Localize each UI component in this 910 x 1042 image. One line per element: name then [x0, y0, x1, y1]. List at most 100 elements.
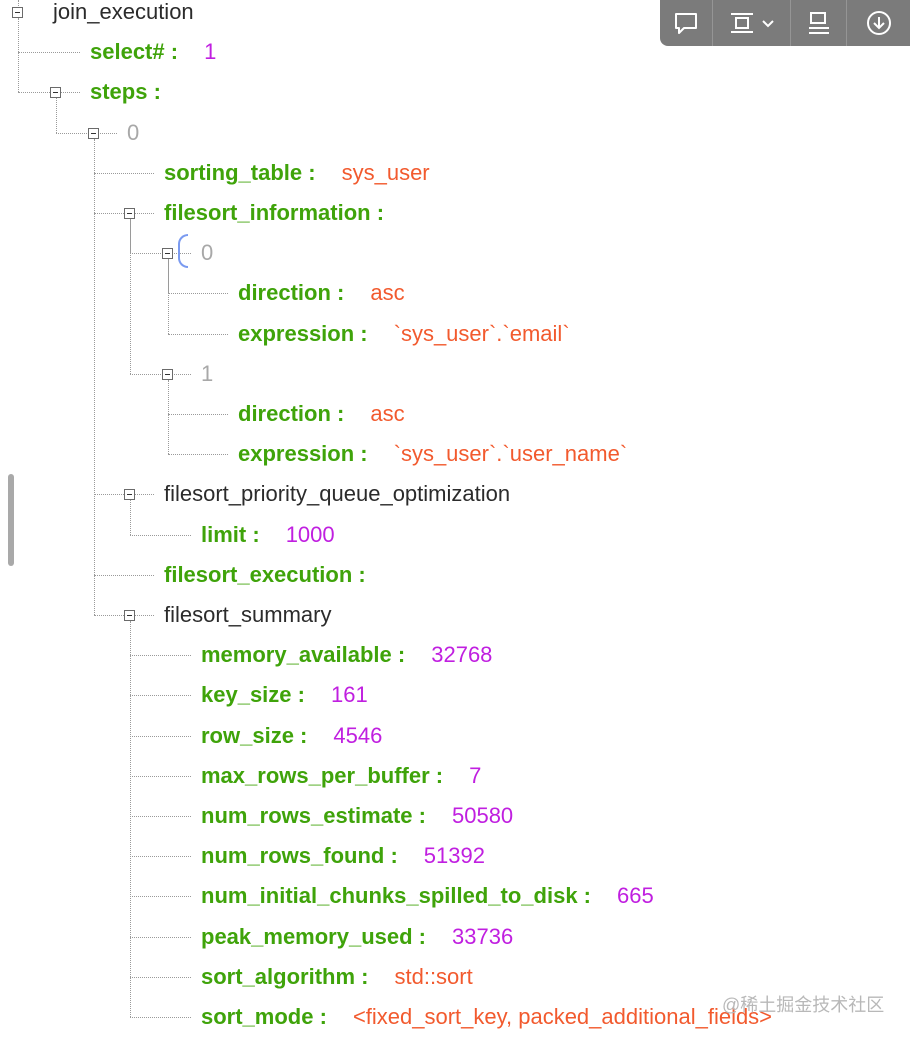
key-separator: : [147, 79, 161, 105]
tree-node[interactable]: num_initial_chunks_spilled_to_disk :665 [201, 880, 654, 912]
comment-button[interactable] [660, 0, 713, 46]
key-separator: : [330, 280, 345, 306]
node-key: num_initial_chunks_spilled_to_disk [201, 883, 578, 909]
node-key: filesort_information [164, 200, 371, 225]
chevron-down-icon [761, 20, 774, 28]
node-value: 161 [330, 682, 368, 708]
node-key: num_rows_found [201, 843, 385, 869]
tree-node[interactable]: select# :1 [90, 36, 216, 68]
collapse-toggle-icon[interactable] [88, 127, 99, 139]
node-key: select# [90, 39, 165, 65]
key-separator: : [412, 803, 426, 828]
node-key: 0 [201, 240, 214, 266]
key-separator: : [291, 682, 305, 708]
node-key: 1 [201, 360, 214, 386]
node-value: std::sort [394, 963, 473, 989]
align-icon [808, 12, 829, 34]
collapse-toggle-icon[interactable] [162, 368, 173, 380]
tree-node[interactable]: direction : asc [238, 398, 405, 430]
tree-node[interactable]: sort_algorithm : std::sort [201, 961, 473, 993]
tree-node[interactable]: sort_mode : <fixed_sort_key, packed_addit… [201, 1001, 772, 1033]
tree-node[interactable]: filesort_execution : [164, 559, 366, 591]
node-value: 33736 [452, 923, 514, 949]
tree-node[interactable]: max_rows_per_buffer :7 [201, 760, 481, 792]
node-key: direction [238, 280, 331, 306]
node-key: memory_available [201, 642, 392, 668]
collapse-toggle-icon[interactable] [12, 7, 23, 18]
node-key: filesort_execution [164, 561, 353, 587]
node-key: sorting_table [164, 159, 303, 185]
node-value: 51392 [423, 843, 485, 869]
node-value: sys_user [341, 159, 430, 185]
vertical-scrollbar[interactable] [8, 474, 14, 566]
collapse-toggle-icon[interactable] [50, 87, 61, 99]
node-value: 50580 [451, 803, 514, 828]
key-separator: : [302, 159, 316, 185]
tree-node[interactable]: 0 [127, 117, 139, 149]
key-separator: : [354, 441, 368, 467]
watermark: @稀土掘金技术社区 [722, 995, 885, 1015]
key-separator: : [429, 762, 444, 788]
tree-node[interactable]: row_size :4546 [201, 720, 382, 752]
tree-node[interactable]: num_rows_estimate :50580 [201, 800, 513, 832]
key-separator: : [313, 1004, 327, 1029]
key-separator: : [246, 521, 260, 547]
comment-icon [675, 13, 697, 34]
array-open-brace [178, 234, 188, 268]
node-key: limit [201, 521, 247, 547]
node-value: 4546 [333, 722, 383, 748]
node-value: `sys_user`.`user_name` [393, 441, 628, 467]
node-key: row_size [201, 722, 294, 748]
tree-node[interactable]: limit :1000 [201, 519, 335, 551]
tree-node[interactable]: expression : `sys_user`.`user_name` [238, 438, 627, 470]
collapse-toggle-icon[interactable] [124, 208, 135, 219]
tree-node[interactable]: expression : `sys_user`.`email` [238, 318, 570, 350]
key-separator: : [352, 561, 366, 587]
collapse-toggle-icon[interactable] [162, 248, 173, 260]
floating-toolbar [660, 0, 910, 46]
node-value: `sys_user`.`email` [393, 320, 570, 346]
node-value: <fixed_sort_key, packed_additional_field… [352, 1004, 773, 1029]
collapse-toggle-icon[interactable] [124, 610, 135, 621]
collapse-toggle-icon[interactable] [124, 489, 135, 501]
key-separator: : [355, 963, 369, 989]
frame-dropdown-button[interactable] [713, 0, 791, 46]
tree-node[interactable]: steps : [90, 76, 161, 108]
align-button[interactable] [791, 0, 847, 46]
tree-node[interactable]: filesort_priority_queue_optimization [164, 478, 510, 510]
tree-node[interactable]: peak_memory_used :33736 [201, 921, 513, 953]
frame-icon [730, 13, 753, 33]
node-value: 32768 [431, 642, 493, 668]
key-separator: : [164, 39, 179, 65]
key-separator: : [412, 923, 427, 949]
node-value: 1000 [285, 521, 335, 547]
node-key: sort_algorithm [201, 963, 356, 989]
node-key: max_rows_per_buffer [201, 762, 430, 788]
tree-node[interactable]: 1 [201, 358, 213, 390]
download-button[interactable] [847, 0, 910, 46]
node-value: asc [370, 401, 405, 426]
node-key: expression [238, 441, 355, 467]
key-separator: : [370, 200, 385, 225]
tree-node[interactable]: num_rows_found :51392 [201, 840, 485, 872]
key-separator: : [354, 320, 368, 346]
tree-node[interactable]: join_execution [53, 0, 194, 28]
tree-node[interactable]: memory_available :32768 [201, 639, 492, 671]
download-icon [866, 11, 891, 35]
tree-node[interactable]: 0 [201, 237, 213, 269]
tree-node[interactable]: filesort_summary [164, 599, 331, 631]
tree-node[interactable]: key_size :161 [201, 679, 368, 711]
node-key: key_size [201, 682, 292, 708]
node-key: expression [238, 320, 355, 346]
node-key: 0 [127, 119, 140, 145]
tree-node[interactable]: filesort_information : [164, 197, 384, 229]
node-key: join_execution [53, 0, 194, 24]
node-key: filesort_summary [164, 602, 332, 627]
key-separator: : [330, 401, 345, 426]
tree-node[interactable]: direction : asc [238, 277, 405, 309]
node-value: asc [370, 280, 405, 306]
node-key: direction [238, 401, 331, 426]
node-key: sort_mode [201, 1004, 314, 1029]
tree-node[interactable]: sorting_table : sys_user [164, 157, 430, 189]
